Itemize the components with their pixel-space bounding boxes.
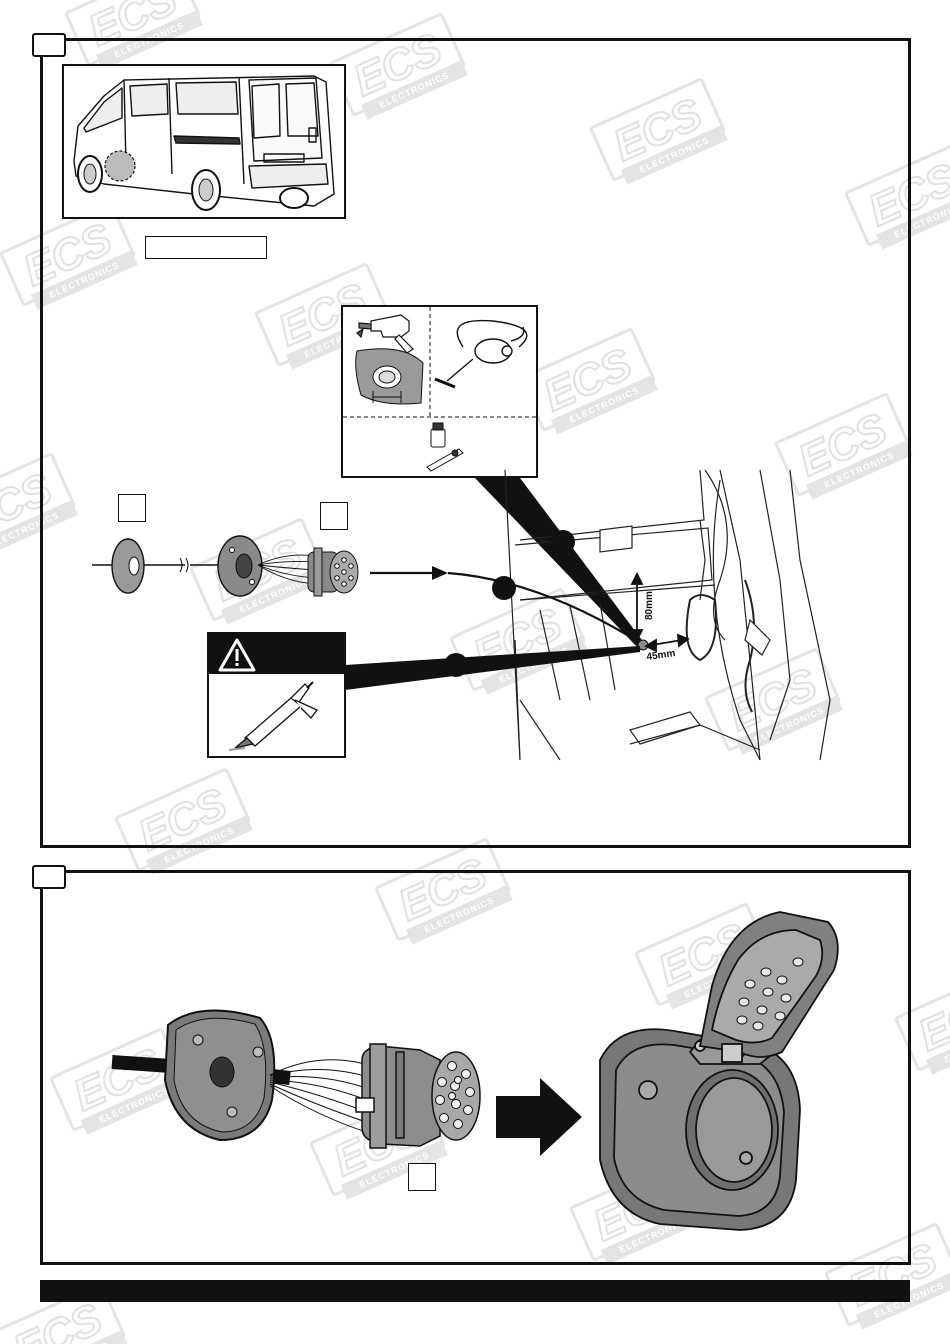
footer-bar <box>40 1280 910 1302</box>
callout-marker <box>492 576 516 600</box>
tools-box <box>341 305 538 478</box>
install-location-marker <box>104 150 136 182</box>
part-number-box <box>118 494 146 522</box>
sealant-gun-icon <box>228 681 319 751</box>
socket-plug-icon <box>257 547 359 597</box>
cable-route <box>447 571 643 645</box>
dimension-horizontal-label: 45mm <box>646 648 676 663</box>
warning-header <box>209 634 344 674</box>
warning-icon <box>218 638 256 672</box>
arrow-icon <box>432 566 448 580</box>
hole-template-icon <box>355 348 424 405</box>
grommet-icon <box>163 1009 276 1142</box>
arrow-icon <box>496 1078 582 1156</box>
van-overview-box <box>62 64 346 219</box>
step1-panel <box>40 38 911 848</box>
socket-housing-icon <box>599 911 839 1231</box>
callout-marker <box>551 530 575 554</box>
sealant-warning-box <box>207 632 346 758</box>
part-number-box <box>408 1163 436 1191</box>
dimension-arrows <box>630 571 690 653</box>
vacuum-cleaner-icon <box>434 319 528 389</box>
socket-plug-icon <box>355 1043 481 1149</box>
dimension-vertical-label: 80mm <box>644 591 655 620</box>
sealant-pointer <box>345 646 640 690</box>
step2-panel <box>40 870 911 1265</box>
part-number-box <box>320 502 348 530</box>
step2-number-tab <box>32 865 66 889</box>
van-caption-box <box>145 236 267 259</box>
tools-pointer <box>475 478 648 650</box>
van-icon <box>73 75 335 211</box>
step1-number-tab <box>32 33 66 57</box>
grommet-icon <box>92 535 263 597</box>
anti-corrosion-bottle-icon <box>426 422 464 472</box>
